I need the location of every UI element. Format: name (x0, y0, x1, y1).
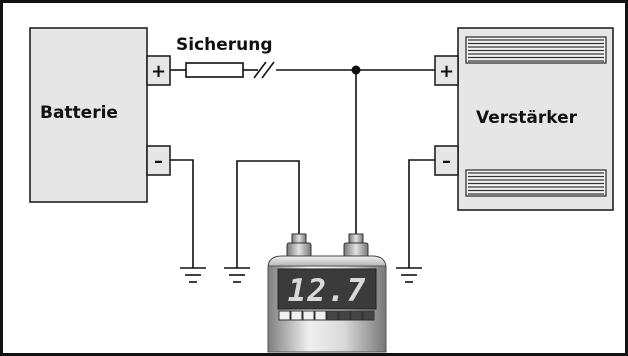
battery-body (29, 27, 148, 203)
ground-symbol-meter (224, 267, 250, 283)
voltmeter-indicator-bar (278, 310, 375, 321)
battery-minus-terminal (146, 145, 171, 176)
voltmeter-lid (267, 255, 387, 269)
amplifier-top-grille (465, 36, 607, 64)
junction-dot (351, 65, 361, 75)
ground-symbol-battery (180, 267, 206, 283)
battery: Batterie + – (29, 27, 171, 203)
amplifier-minus-sign: – (442, 151, 451, 172)
amplifier-plus-sign: + (439, 61, 454, 82)
battery-plus-sign: + (151, 61, 166, 82)
amplifier-label: Verstärker (476, 108, 578, 128)
voltmeter-plus-connector (343, 233, 369, 258)
fuse-symbol (185, 62, 244, 78)
amplifier-minus-terminal (434, 145, 459, 176)
voltmeter-display (277, 268, 377, 310)
ground-symbol-amplifier (396, 267, 422, 283)
voltmeter: 12.7 (267, 233, 387, 353)
voltmeter-reading: 12.7 (288, 273, 367, 309)
battery-plus-terminal (146, 55, 171, 86)
amplifier-plus-terminal (434, 55, 459, 86)
battery-minus-sign: – (154, 151, 163, 172)
wires (170, 61, 435, 268)
amplifier-bottom-grille (465, 169, 607, 197)
amplifier: Verstärker + – (434, 27, 614, 211)
fuse-label: Sicherung (176, 35, 273, 55)
battery-label: Batterie (40, 103, 118, 123)
